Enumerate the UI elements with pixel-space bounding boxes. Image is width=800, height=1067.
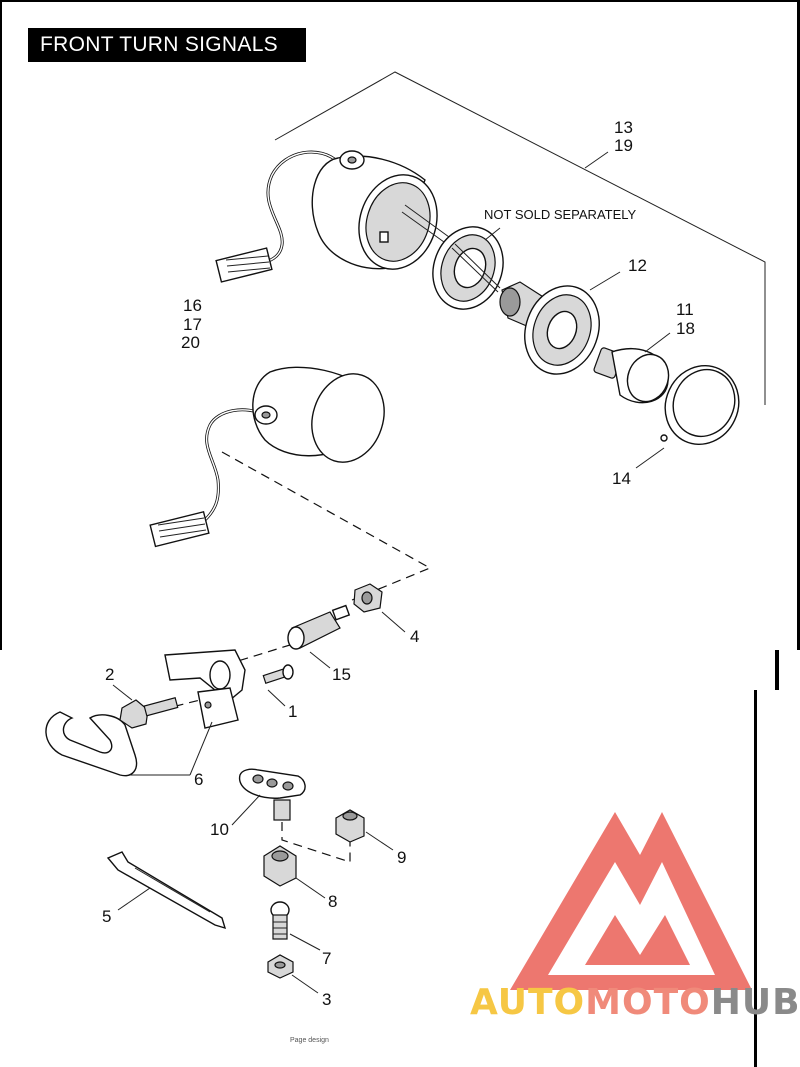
leader-10 (231, 794, 261, 826)
leader-14 (635, 447, 665, 469)
page-footer: Page design (290, 1037, 329, 1044)
watermark-hub: HUB (710, 982, 800, 1023)
not-sold-separately-note: NOT SOLD SEPARATELY (484, 207, 637, 222)
screw-1 (262, 664, 294, 684)
nut-3 (267, 954, 294, 979)
socket-reflector-12 (499, 281, 600, 375)
watermark-logo (510, 812, 752, 990)
cable-tie-5 (106, 851, 227, 930)
bolt-2 (119, 697, 179, 729)
callout-12: 12 (628, 256, 647, 275)
callout-16: 16 (183, 296, 202, 315)
frame-right-lower-border (754, 690, 757, 1067)
callout-18: 18 (676, 319, 695, 338)
callout-15: 15 (332, 665, 351, 684)
leader-8 (295, 877, 326, 899)
callout-6: 6 (194, 770, 203, 789)
watermark-auto: AUTO (470, 982, 586, 1023)
lamp-housing-lower (149, 366, 385, 548)
leader-12 (589, 271, 621, 291)
callout-1: 1 (288, 702, 297, 721)
inner-gasket (432, 226, 504, 310)
clamp-6 (45, 649, 246, 777)
bracket-13-19 (274, 71, 766, 405)
callout-2: 2 (105, 665, 114, 684)
leader-5 (117, 887, 151, 911)
callout-11: 11 (676, 300, 694, 319)
callout-10: 10 (210, 820, 229, 839)
bracket-10 (239, 768, 306, 821)
lamp-housing-upper (215, 150, 461, 283)
frame-right-border (797, 0, 800, 650)
leader-not-sold (484, 227, 501, 241)
callout-3: 3 (322, 990, 331, 1009)
leader-7 (289, 933, 321, 951)
leader-2 (112, 684, 133, 701)
nut-8 (263, 845, 297, 887)
bulb-11-18 (593, 347, 670, 404)
leader-15 (309, 651, 331, 669)
callout-4: 4 (410, 627, 419, 646)
callout-19: 19 (614, 136, 633, 155)
nut-4 (353, 583, 383, 613)
leader-4 (381, 611, 406, 633)
nut-9 (335, 809, 365, 843)
callout-13: 13 (614, 118, 633, 137)
watermark-moto: MOTO (585, 982, 711, 1023)
leader-11-18 (644, 332, 671, 353)
callout-8: 8 (328, 892, 337, 911)
diagram-title: FRONT TURN SIGNALS (28, 28, 306, 62)
leader-13-19 (584, 151, 609, 169)
frame-left-border (0, 0, 2, 650)
pin-7 (270, 901, 290, 940)
assembly-axis-upper (221, 451, 432, 601)
callout-9: 9 (397, 848, 406, 867)
callout-7: 7 (322, 949, 331, 968)
leader-1 (267, 689, 286, 707)
leader-9 (365, 831, 394, 851)
stud-15 (287, 604, 351, 650)
callout-17: 17 (183, 315, 202, 334)
frame-right-mark (775, 650, 779, 690)
callout-14: 14 (612, 469, 631, 488)
assembly-axis-middle (224, 644, 291, 666)
assembly-axis-lower (281, 822, 351, 863)
leader-6b (189, 721, 213, 776)
callout-5: 5 (102, 907, 111, 926)
lens-14 (660, 364, 740, 446)
watermark-triangle-core (585, 915, 690, 965)
leader-3 (291, 974, 319, 994)
watermark-text: AUTOMOTOHUB (470, 982, 800, 1023)
callout-20: 20 (181, 333, 200, 352)
frame-top-border (0, 0, 800, 2)
